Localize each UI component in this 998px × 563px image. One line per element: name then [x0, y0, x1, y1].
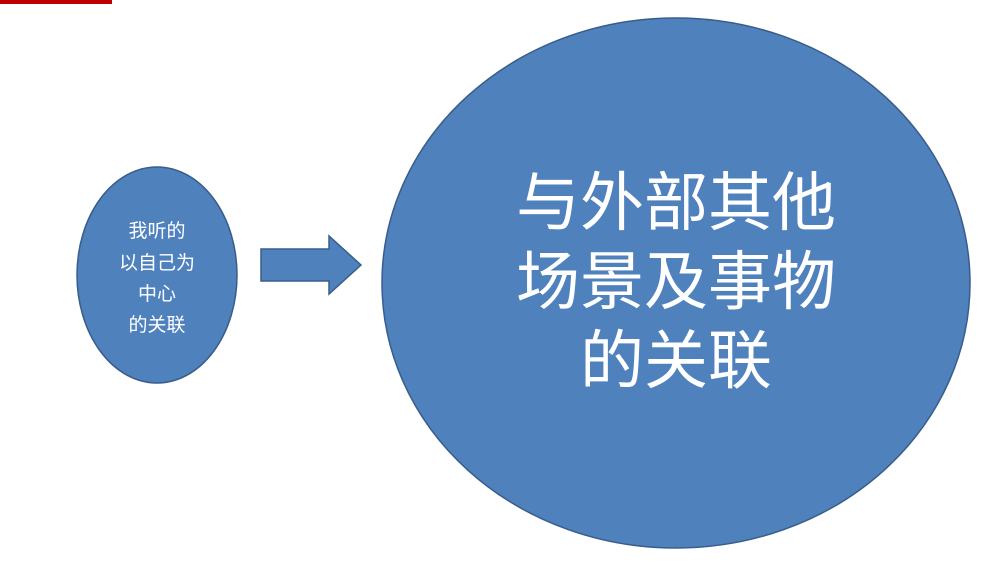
large-circle: [381, 17, 971, 549]
small-circle: [76, 166, 238, 384]
large-circle-line-1: 与外部其他: [516, 167, 836, 241]
small-circle-line-1: 我听的: [128, 220, 185, 242]
large-circle-line-2: 场景及事物: [516, 246, 836, 320]
right-arrow-icon: [260, 234, 363, 296]
small-circle-line-3: 中心: [138, 283, 176, 305]
small-circle-line-2: 以自己为: [119, 252, 195, 274]
small-circle-line-4: 的关联: [128, 314, 185, 336]
cropped-text-fragment: [0, 0, 112, 4]
large-circle-line-3: 的关联: [580, 325, 772, 399]
